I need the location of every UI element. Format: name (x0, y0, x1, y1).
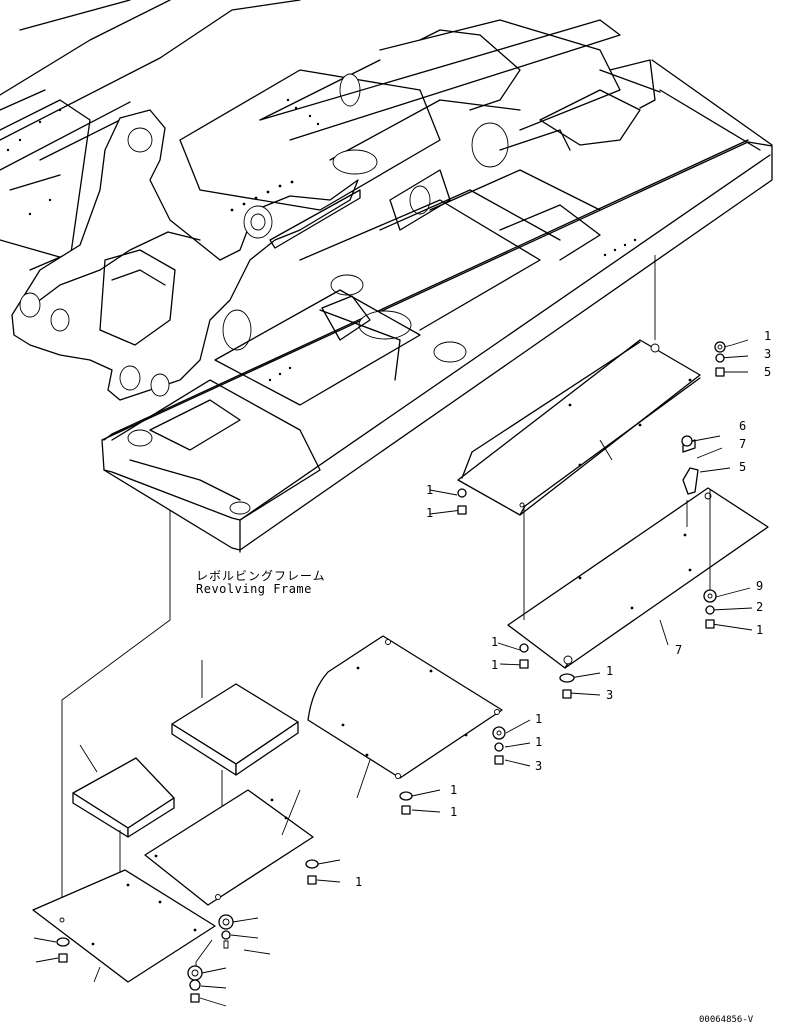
fastener-set-lower-middle (218, 859, 341, 955)
callout-number: 1 (535, 735, 543, 749)
fastener-set-upper-right (457, 341, 726, 699)
frame-bolt-pattern (6, 98, 637, 382)
fastener-set-center (399, 719, 531, 815)
revolving-frame (0, 0, 773, 553)
callout-number: 1 (426, 506, 434, 520)
fastener-set-lower-left (33, 937, 227, 1007)
callout-number: 1 (491, 635, 499, 649)
callout-number: 1 (535, 712, 543, 726)
callout-number: 3 (535, 759, 543, 773)
pad-block-lower (72, 744, 175, 912)
callout-number: 5 (764, 365, 772, 379)
cover-plate-right-lower (507, 487, 769, 669)
callout-number: 1 (450, 783, 458, 797)
callout-number: 7 (739, 437, 747, 451)
frame-label-japanese: レボルビングフレーム (196, 569, 326, 583)
callout-number: 1 (606, 664, 614, 678)
callout-number: 1 (426, 483, 434, 497)
frame-label-english: Revolving Frame (196, 582, 312, 596)
callout-number: 1 (355, 875, 363, 889)
leader-frame-to-bottom-cover (61, 510, 171, 920)
callout-number: 6 (739, 419, 747, 433)
callout-number: 7 (675, 643, 683, 657)
cover-plate-lower-middle (144, 789, 314, 906)
callout-number: 1 (491, 658, 499, 672)
callout-number: 3 (764, 347, 772, 361)
callout-number: 2 (756, 600, 764, 614)
cover-plate-lower-left (32, 869, 216, 983)
pad-block-upper (171, 660, 299, 842)
cover-plate-center (307, 635, 503, 799)
cover-plate-right-upper (457, 339, 701, 516)
callout-number: 5 (739, 460, 747, 474)
callout-number: 3 (606, 688, 614, 702)
callout-number: 1 (450, 805, 458, 819)
callout-number: 9 (756, 579, 764, 593)
callout-number: 1 (764, 329, 772, 343)
callout-number: 1 (756, 623, 764, 637)
drawing-number: 00064856-V (699, 1015, 754, 1025)
